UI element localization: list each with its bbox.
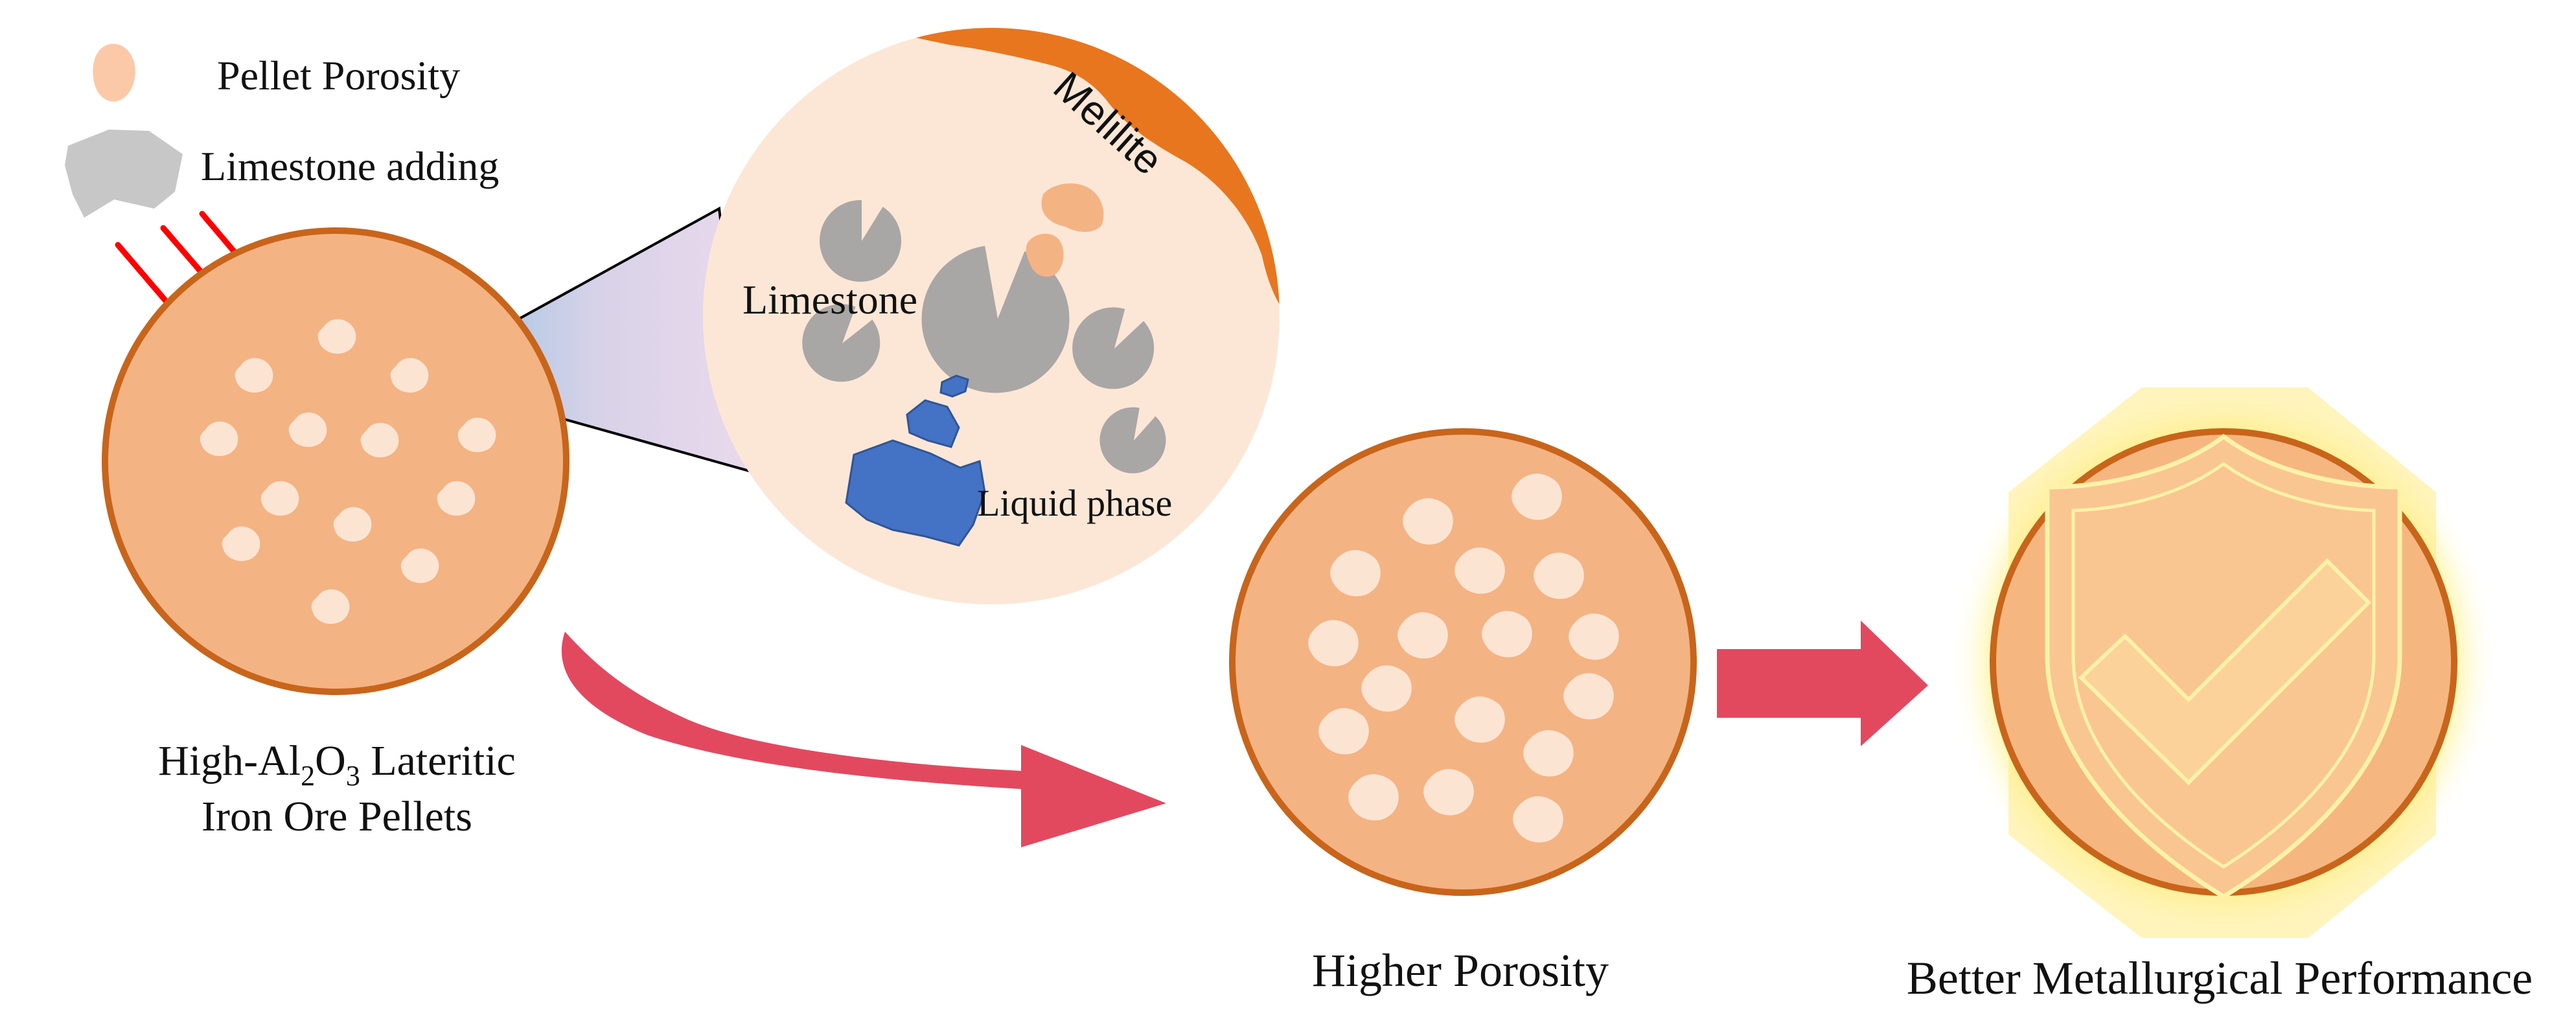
pellet-title-line1: High-Al2O3 Lateritic: [158, 737, 516, 792]
result-arrow: [1717, 621, 1928, 746]
pore-icon: [1041, 183, 1104, 232]
limestone-label: Limestone: [742, 277, 917, 323]
pellet-body: [1229, 428, 1697, 896]
liquid-phase: [845, 374, 986, 547]
higher-porosity-label: Higher Porosity: [1312, 944, 1609, 996]
pore-icon: [1026, 233, 1064, 277]
legend-porosity-label: Pellet Porosity: [217, 52, 460, 98]
legend: Pellet Porosity Limestone adding: [65, 43, 499, 218]
performance-badge: [1948, 387, 2499, 938]
pore-icon: [93, 43, 135, 102]
shield-check-icon: [2045, 433, 2402, 900]
original-pellet: [102, 227, 569, 695]
limestone-icon: [65, 130, 183, 218]
performance-label: Better Metallurgical Performance: [1907, 952, 2533, 1004]
pellet-body: [102, 227, 569, 695]
process-arrow: [561, 632, 1166, 847]
legend-limestone-label: Limestone adding: [201, 143, 499, 189]
zoom-view: Melilite Limestone Liquid phase: [703, 28, 1280, 604]
pellet-title-line2: Iron Ore Pellets: [201, 793, 472, 840]
porous-pellet: [1229, 428, 1697, 896]
liquid-phase-label: Liquid phase: [977, 482, 1172, 524]
